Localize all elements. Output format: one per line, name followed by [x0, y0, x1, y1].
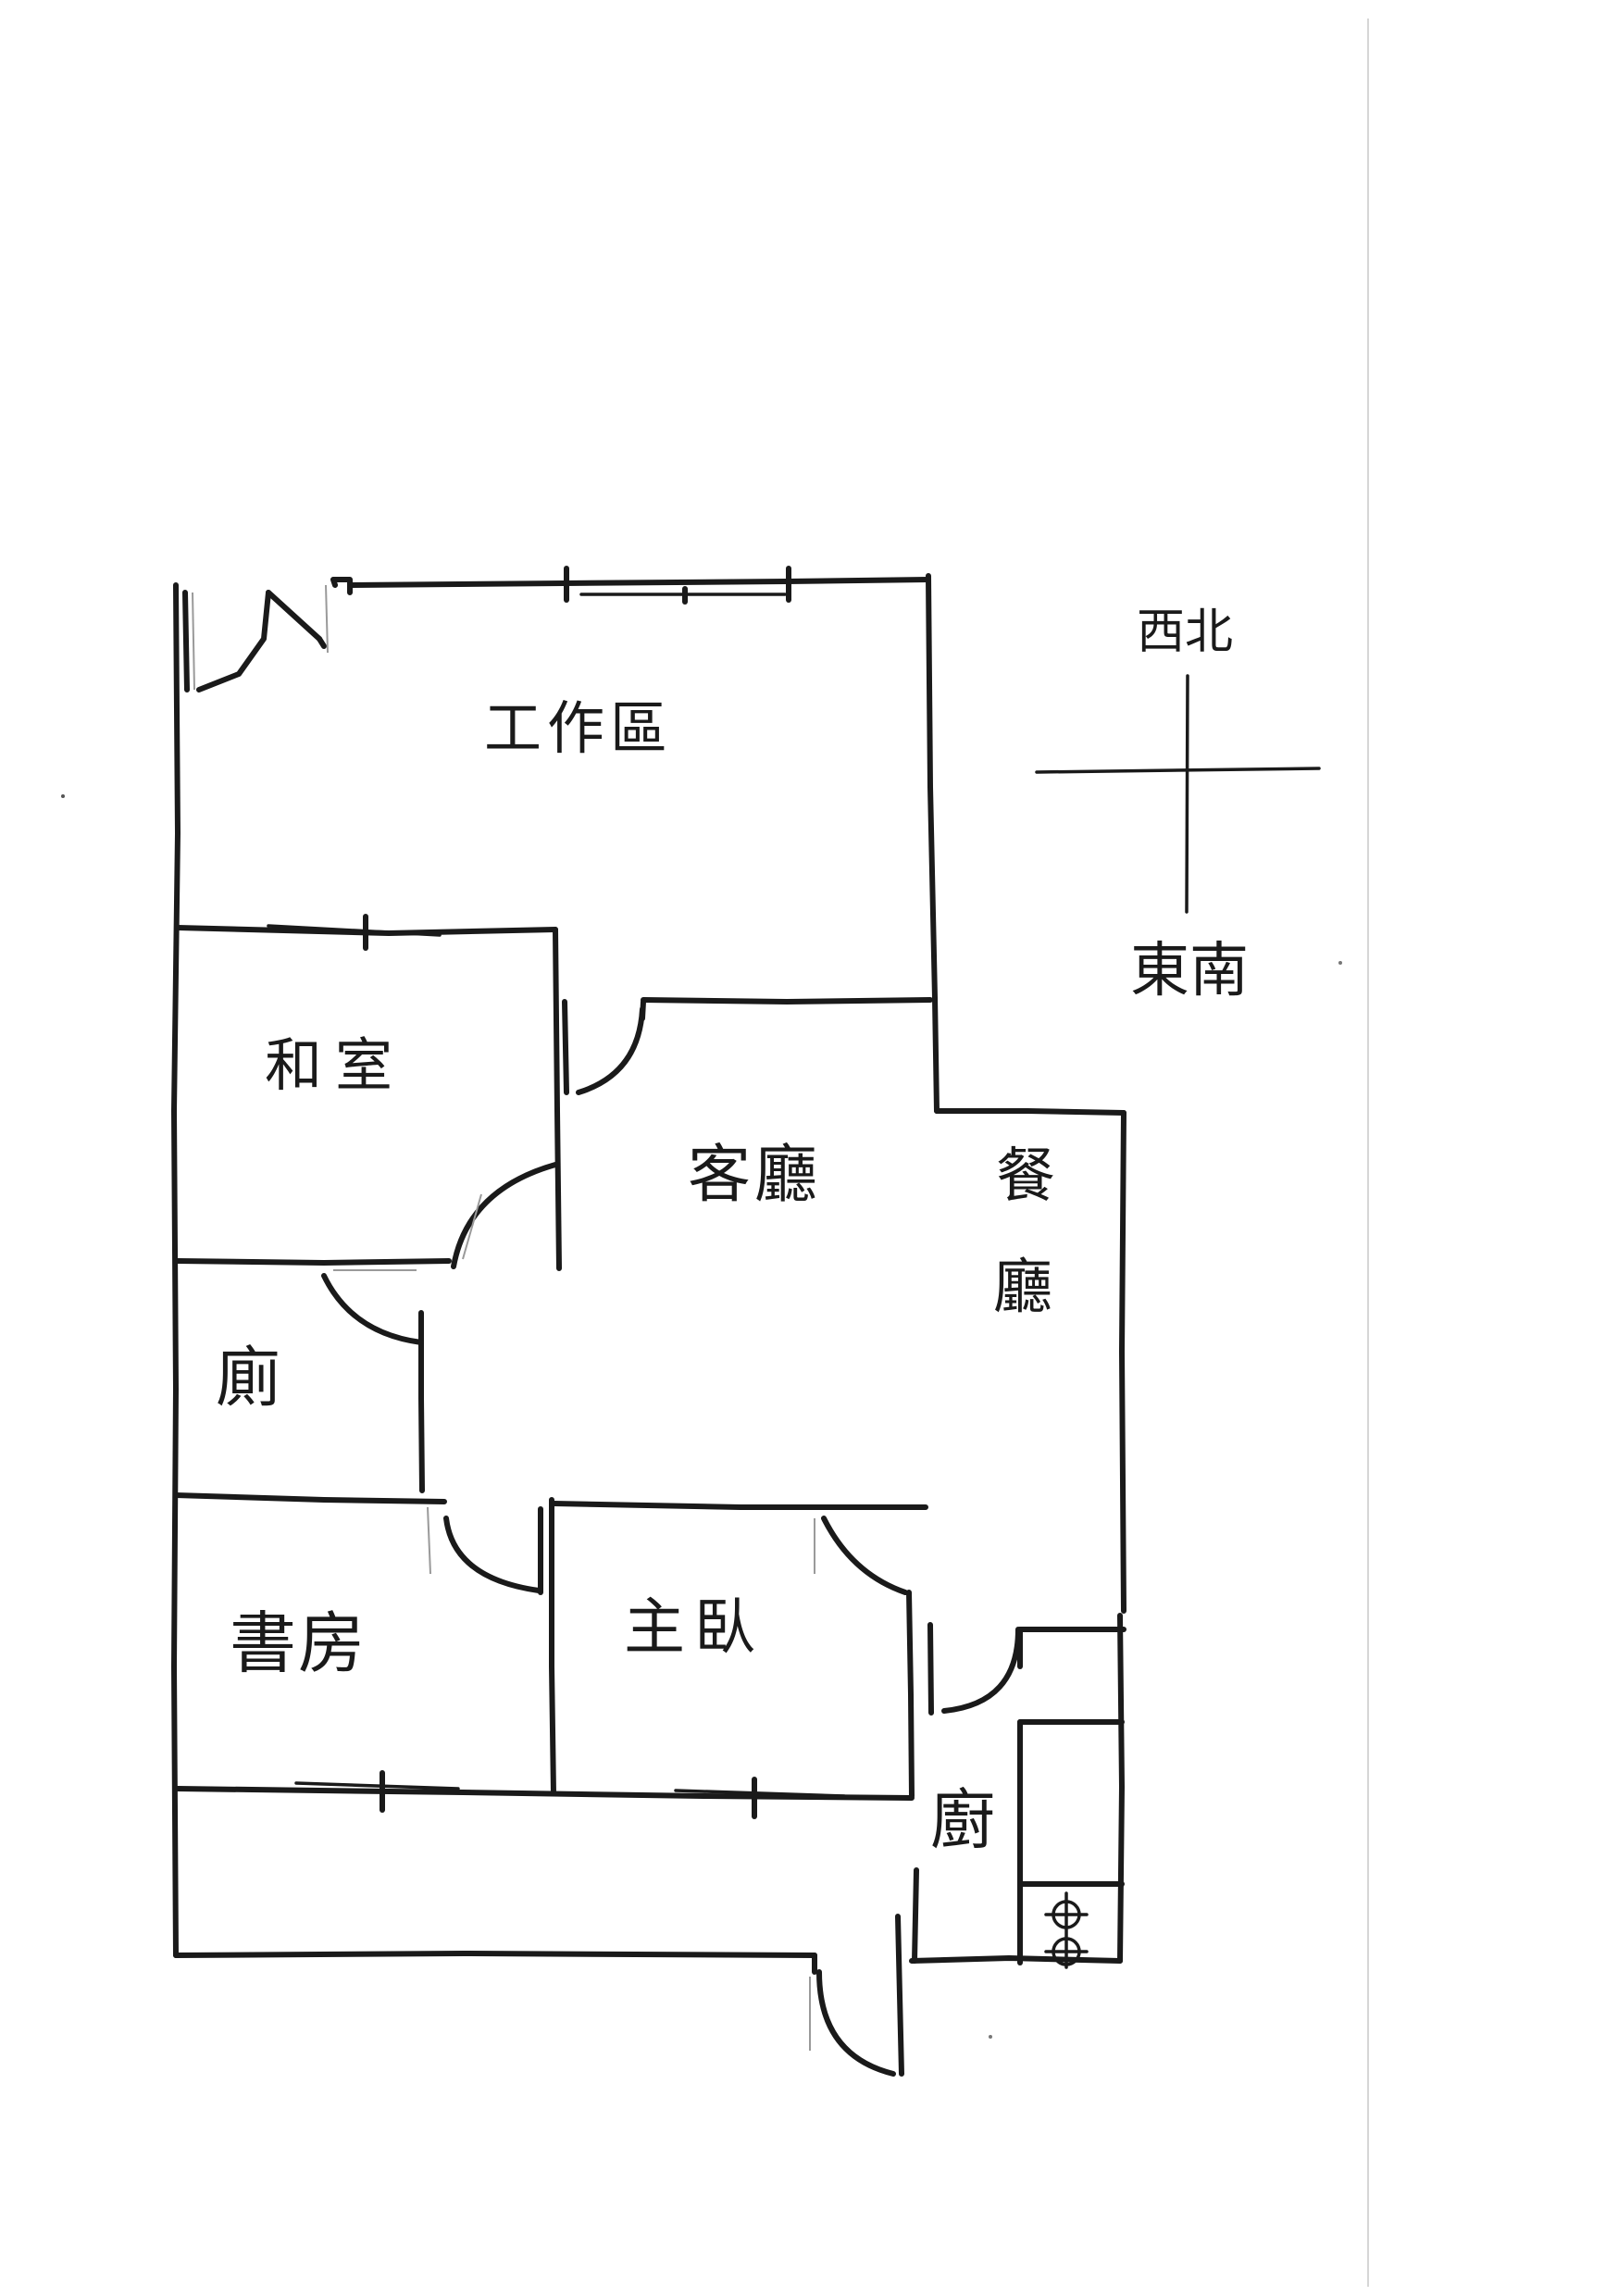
- room-label-living: 客廳: [688, 1139, 821, 1212]
- room-label-tatami: 和室: [265, 1031, 405, 1099]
- room-label-dining-1: 餐: [996, 1142, 1055, 1211]
- scan-speck: [989, 2035, 992, 2039]
- compass-rose-icon: [1035, 674, 1321, 914]
- room-label-work-area: 工作區: [484, 694, 673, 762]
- room-label-kitchen: 廚: [930, 1782, 995, 1858]
- room-label-toilet: 廁: [216, 1340, 280, 1416]
- room-label-master-bedroom: 主臥: [624, 1591, 765, 1663]
- scan-speck: [1338, 961, 1342, 965]
- compass-top-label: 西北: [1137, 605, 1233, 660]
- compass-bottom-label: 東南: [1130, 937, 1249, 1005]
- doors: [321, 999, 1021, 2077]
- outer-walls: [171, 566, 1126, 2077]
- room-label-study: 書房: [230, 1604, 367, 1682]
- stove-icon: [1044, 1891, 1089, 1969]
- room-label-dining-2: 廳: [993, 1254, 1052, 1322]
- work-area-closet: [182, 584, 329, 693]
- interior-walls: [173, 914, 1126, 1965]
- scan-speck: [61, 794, 65, 798]
